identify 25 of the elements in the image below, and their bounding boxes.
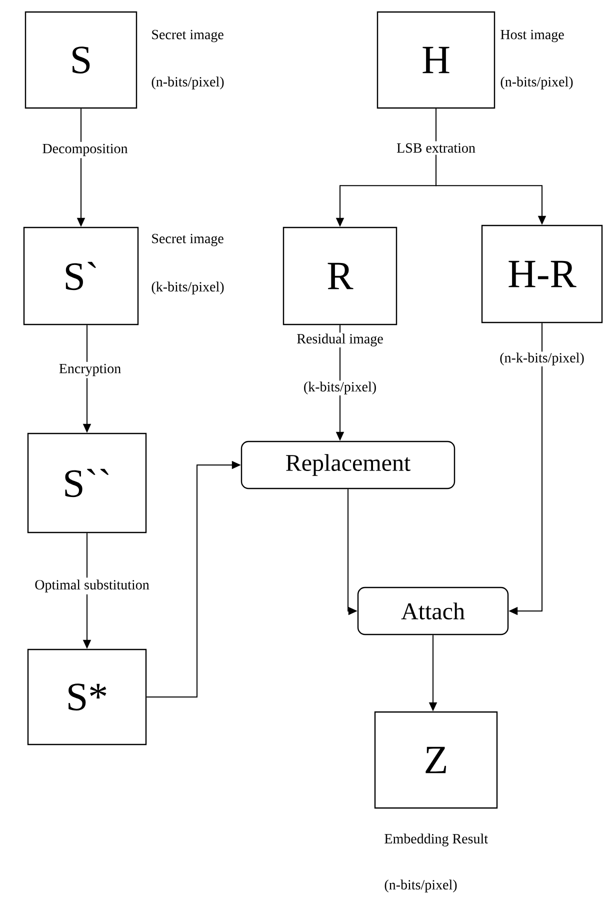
edge-label: LSB extration bbox=[394, 141, 478, 155]
process-box: H bbox=[376, 11, 496, 109]
process-box: S* bbox=[27, 648, 147, 746]
caption-text: (n-bits/pixel) bbox=[383, 878, 458, 894]
edge-label: Optimal substitution bbox=[32, 578, 152, 594]
process-box: S` bbox=[23, 226, 139, 326]
process-box: R bbox=[282, 226, 398, 326]
process-box: H-R bbox=[481, 224, 603, 324]
edge-label: Decomposition bbox=[40, 142, 130, 158]
caption-text: Host image bbox=[499, 28, 566, 44]
rounded-process-box: Attach bbox=[357, 586, 509, 636]
process-box: S`` bbox=[27, 432, 147, 534]
caption-text: Secret image bbox=[150, 28, 225, 44]
rounded-process-box: Replacement bbox=[240, 440, 456, 490]
process-box: Z bbox=[374, 711, 498, 809]
edge-label: Encryption bbox=[56, 362, 124, 378]
caption-text: (n-bits/pixel) bbox=[150, 76, 226, 90]
caption-text: Secret image bbox=[150, 232, 225, 248]
caption-text: (n-bits/pixel) bbox=[499, 76, 574, 90]
caption-text: (n-k-bits/pixel) bbox=[498, 352, 586, 366]
caption-text: Residual image bbox=[296, 332, 384, 348]
caption-text: (k-bits/pixel) bbox=[302, 380, 378, 396]
caption-text: Embedding Result bbox=[383, 832, 490, 848]
caption-text: (k-bits/pixel) bbox=[150, 280, 226, 296]
process-box: S bbox=[24, 11, 138, 109]
